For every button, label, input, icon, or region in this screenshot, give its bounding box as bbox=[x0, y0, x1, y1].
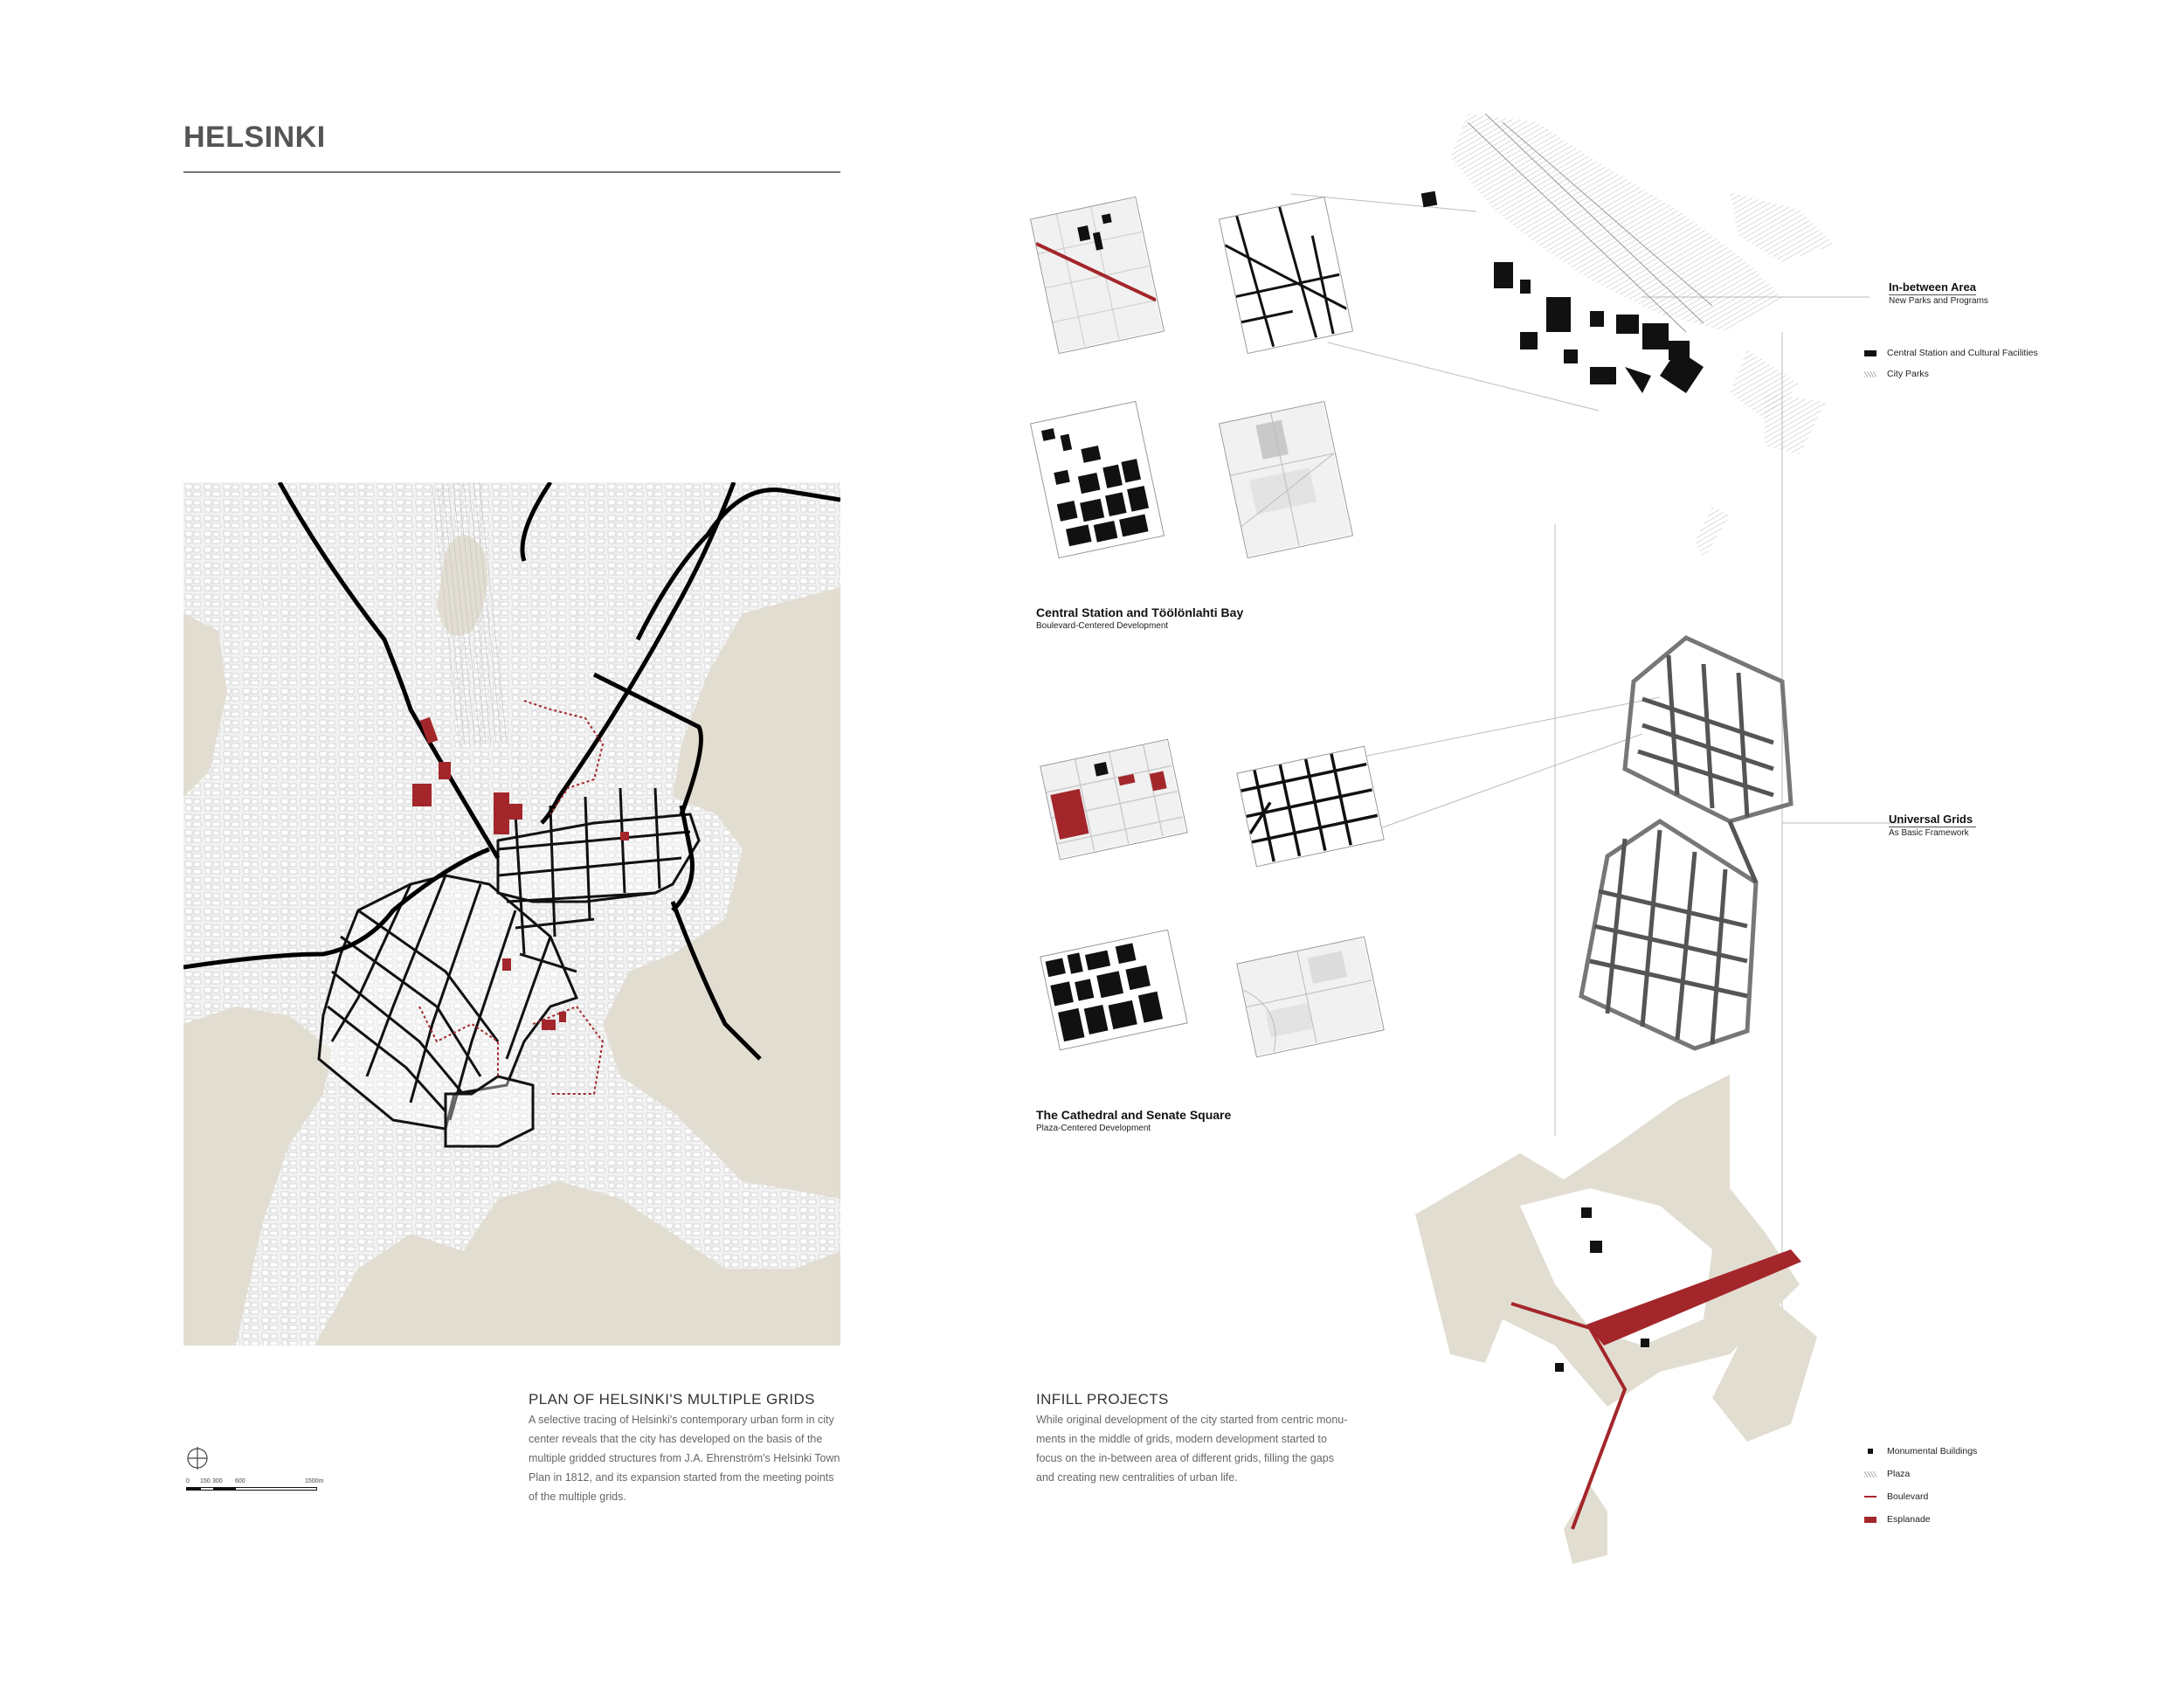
project-cathedral-subtitle: Plaza-Centered Development bbox=[1036, 1124, 1151, 1133]
legend-item: Plaza bbox=[1864, 1463, 2126, 1485]
plan-description: A selective tracing of Helsinki's contem… bbox=[529, 1410, 895, 1506]
legend-label: Plaza bbox=[1887, 1469, 1911, 1479]
thumb-cathedral-figure-ground bbox=[1040, 929, 1188, 1051]
black-square-icon bbox=[1868, 1449, 1873, 1454]
callout-universal-subtitle: As Basic Framework bbox=[1889, 828, 1969, 838]
thumb-station-boulevard bbox=[1029, 196, 1165, 355]
plan-description-line: center reveals that the city has develop… bbox=[529, 1433, 823, 1445]
legend-label: Esplanade bbox=[1887, 1514, 1931, 1525]
infill-description-line: focus on the in-between area of differen… bbox=[1036, 1452, 1334, 1464]
scale-label-1500: 1500m bbox=[305, 1478, 324, 1484]
esplanade-diagram bbox=[1415, 1075, 1835, 1564]
scale-label-0: 0 bbox=[186, 1478, 190, 1484]
thumb-cathedral-parks bbox=[1236, 936, 1385, 1058]
infill-description-line: and creating new centralities of urban l… bbox=[1036, 1471, 1238, 1484]
plan-description-line: A selective tracing of Helsinki's contem… bbox=[529, 1414, 834, 1426]
red-monuments bbox=[412, 716, 629, 1030]
hatch-icon bbox=[1864, 370, 1876, 377]
infill-heading: INFILL PROJECTS bbox=[1036, 1391, 1169, 1408]
plan-description-line: of the multiple grids. bbox=[529, 1491, 626, 1503]
helsinki-plan-map bbox=[183, 482, 840, 1346]
callout-in-between-subtitle: New Parks and Programs bbox=[1889, 296, 1988, 306]
scale-bar: 0 150 300 600 1500m bbox=[186, 1478, 326, 1499]
callout-in-between-rule bbox=[1889, 294, 1976, 295]
legend-item: Esplanade bbox=[1864, 1508, 2126, 1531]
plan-description-line: Plan in 1812, and its expansion started … bbox=[529, 1471, 834, 1484]
railway-lines bbox=[432, 482, 510, 747]
thumb-cathedral-grid bbox=[1236, 745, 1385, 868]
legend-label: Central Station and Cultural Facilities bbox=[1887, 348, 2038, 358]
project-cathedral-title: The Cathedral and Senate Square bbox=[1036, 1108, 1232, 1122]
legend-item: Boulevard bbox=[1864, 1485, 2126, 1508]
page-title: HELSINKI bbox=[183, 121, 326, 154]
thumb-station-streets bbox=[1218, 196, 1354, 355]
thumb-cathedral-plaza bbox=[1040, 738, 1188, 861]
legend-top: Central Station and Cultural Facilities … bbox=[1864, 342, 2126, 384]
black-bar-icon bbox=[1864, 349, 1876, 356]
red-line-icon bbox=[1864, 1496, 1876, 1498]
infill-description-line: While original development of the city s… bbox=[1036, 1414, 1348, 1426]
legend-item: Central Station and Cultural Facilities bbox=[1864, 342, 2126, 363]
legend-item: City Parks bbox=[1864, 363, 2126, 384]
legend-item: Monumental Buildings bbox=[1864, 1440, 2126, 1463]
plan-heading: PLAN OF HELSINKI'S MULTIPLE GRIDS bbox=[529, 1391, 815, 1408]
north-arrow-icon bbox=[186, 1447, 209, 1470]
plan-description-line: multiple gridded structures from J.A. Eh… bbox=[529, 1452, 840, 1464]
legend-label: Monumental Buildings bbox=[1887, 1446, 1978, 1456]
legend-bottom: Monumental Buildings Plaza Boulevard Esp… bbox=[1864, 1440, 2126, 1531]
scale-label-300: 300 bbox=[212, 1478, 223, 1484]
central-grid bbox=[317, 787, 701, 1148]
universal-grids-axon bbox=[1555, 629, 1817, 1066]
main-roads bbox=[183, 482, 840, 1061]
project-station-subtitle: Boulevard-Centered Development bbox=[1036, 621, 1169, 631]
legend-label: Boulevard bbox=[1887, 1491, 1929, 1502]
legend-label: City Parks bbox=[1887, 369, 1929, 379]
scale-label-600: 600 bbox=[235, 1478, 245, 1484]
scale-label-150: 150 bbox=[200, 1478, 211, 1484]
in-between-area-axon bbox=[1415, 105, 1870, 559]
hatch-icon bbox=[1864, 1470, 1876, 1477]
thumb-station-parks bbox=[1218, 400, 1354, 559]
title-divider bbox=[183, 171, 840, 173]
red-dotted-boundaries bbox=[418, 700, 605, 1095]
callout-universal-title: Universal Grids bbox=[1889, 813, 1973, 826]
red-bar-icon bbox=[1864, 1516, 1876, 1523]
callout-in-between-title: In-between Area bbox=[1889, 280, 1976, 294]
project-station-title: Central Station and Töölönlahti Bay bbox=[1036, 605, 1244, 619]
thumb-station-figure-ground bbox=[1029, 400, 1165, 559]
infill-description-line: ments in the middle of grids, modern dev… bbox=[1036, 1433, 1327, 1445]
infill-description: While original development of the city s… bbox=[1036, 1410, 1403, 1487]
